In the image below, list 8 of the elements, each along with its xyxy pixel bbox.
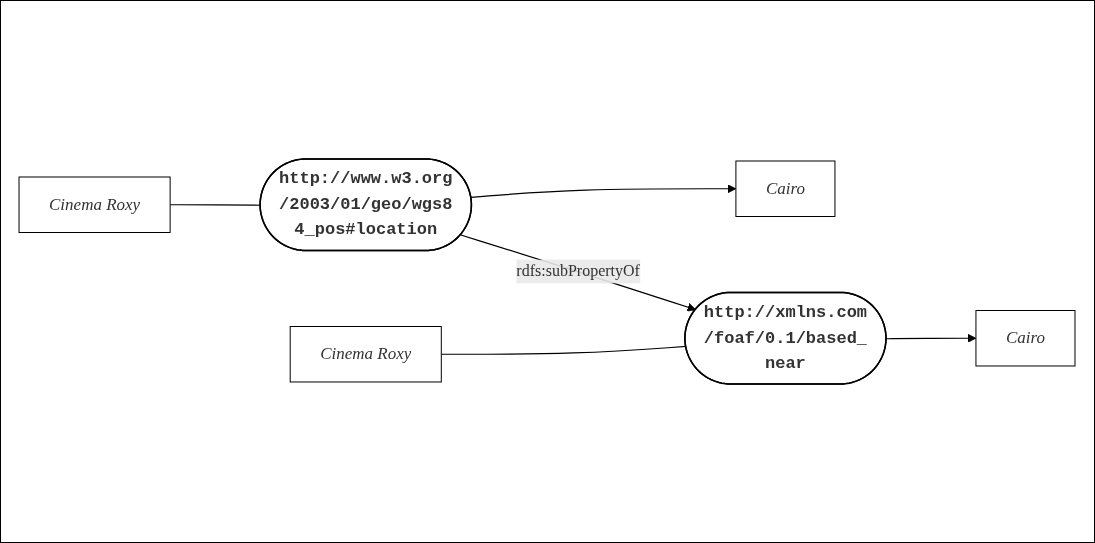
node-box: Cinema Roxy <box>290 326 443 383</box>
arrow <box>886 333 977 343</box>
node-box: Cairo <box>735 160 836 217</box>
arrow <box>471 184 737 198</box>
node-box: Cairo <box>975 310 1076 367</box>
node-box: Cinema Roxy <box>19 176 172 233</box>
arrow <box>460 234 697 312</box>
edge-label: rdfs:subPropertyOf <box>516 262 641 280</box>
